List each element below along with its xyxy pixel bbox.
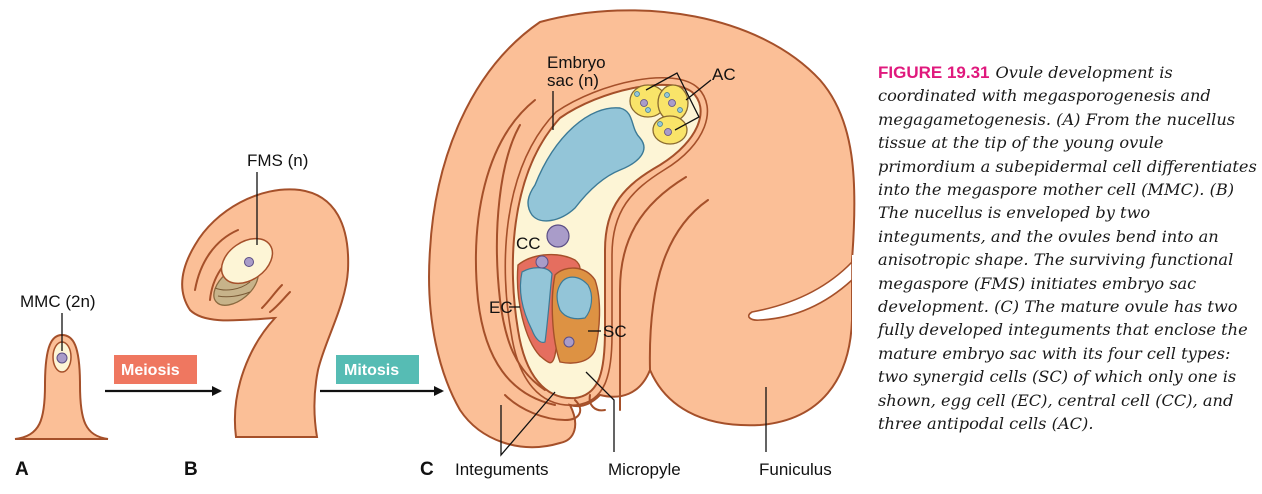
integument-fold-4 (269, 291, 291, 313)
figure-number: FIGURE 19.31 (878, 63, 990, 82)
fms-nucleus (244, 257, 254, 267)
antipodal-leader (685, 79, 712, 101)
outer-integument-fold (475, 99, 556, 406)
antipodal-nucleus-2 (668, 99, 676, 107)
mmc-nucleus (56, 352, 68, 364)
mitosis-step: Mitosis (320, 355, 444, 396)
funiculus-label: Funiculus (759, 460, 832, 479)
antipodal-bracket (645, 72, 700, 131)
right-edge-mask (852, 255, 870, 335)
meiosis-step: Meiosis (105, 355, 222, 396)
ovule-development-figure: MMC (2n) A Meiosis FMS (n) B Mitosis (14, 9, 870, 480)
egg-cell-nucleus (535, 255, 549, 269)
ovule-body (428, 9, 856, 449)
integuments-leader (500, 391, 556, 457)
meiosis-badge (114, 355, 197, 384)
sc-label: SC (603, 322, 627, 341)
central-cell-vacuole (527, 107, 645, 222)
bent-ovule (181, 188, 350, 438)
ac-label: AC (712, 65, 736, 84)
funiculus-notch (748, 260, 853, 321)
antipodal-vacuole (664, 92, 670, 98)
embryo-sac-outer-line (504, 76, 709, 406)
mmc-label: MMC (2n) (20, 292, 96, 311)
synergid-vacuole (556, 276, 593, 320)
mitosis-label: Mitosis (344, 362, 399, 379)
integument-fold-3 (261, 284, 283, 309)
panel-letter-a: A (15, 459, 29, 480)
embryo-sac-label-line1: Embryo (547, 53, 606, 72)
embryo-sac-label-line2: sac (n) (547, 71, 599, 90)
antipodal-nucleus-1 (640, 99, 648, 107)
degenerated-megaspore-line (214, 281, 251, 298)
integuments-label: Integuments (455, 460, 549, 479)
antipodal-cells (629, 84, 689, 145)
panel-letter-c: C (420, 459, 434, 480)
micropyle-leader (585, 371, 615, 452)
panel-a: MMC (2n) A (14, 292, 109, 480)
panel-b: FMS (n) B (181, 151, 350, 480)
antipodal-nucleus-3 (664, 128, 672, 136)
panel-c: Embryo sac (n) AC CC EC SC C Integuments… (420, 9, 870, 480)
antipodal-vacuole (677, 107, 683, 113)
ec-label: EC (489, 298, 513, 317)
central-cell-nucleus (546, 224, 570, 248)
antipodal-vacuole (634, 91, 640, 97)
fms-label: FMS (n) (247, 151, 308, 170)
mitosis-badge (336, 355, 419, 384)
meiosis-label: Meiosis (121, 362, 180, 379)
micropyle-label: Micropyle (608, 460, 681, 479)
chalaza-fold-2 (648, 199, 709, 371)
egg-cell-vacuole (519, 267, 553, 343)
chalaza-fold-1 (619, 176, 687, 411)
integument-outer (194, 229, 239, 291)
cc-label: CC (516, 234, 541, 253)
antipodal-vacuole (645, 107, 651, 113)
micropyle-lobe (588, 394, 606, 412)
caption-text: Ovule development is coordinated with me… (878, 63, 1257, 434)
outer-integument-lower (504, 394, 582, 422)
panel-letter-b: B (184, 459, 198, 480)
antipodal-vacuole (657, 121, 663, 127)
synergid-nucleus (563, 336, 575, 348)
